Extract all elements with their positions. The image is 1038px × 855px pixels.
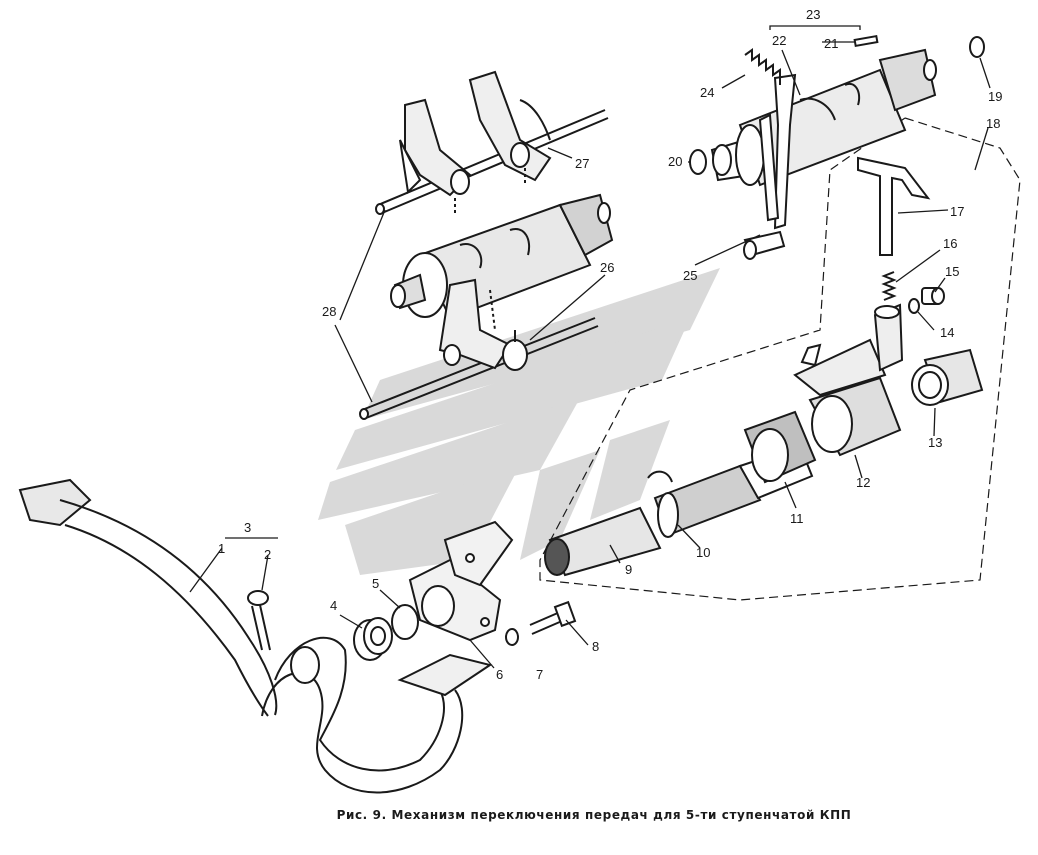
spring-16: [881, 271, 897, 301]
label-25: 25: [683, 268, 697, 283]
label-20: 20: [668, 154, 682, 169]
bushing-4: [353, 617, 393, 661]
label-27: 27: [575, 156, 589, 171]
label-4: 4: [330, 598, 337, 613]
label-1: 1: [218, 541, 225, 556]
label-19: 19: [988, 89, 1002, 104]
bushing-13: [911, 348, 984, 406]
bolt-8: [529, 600, 577, 635]
shift-fork-25: [743, 73, 797, 260]
selector-drum-22: [710, 48, 937, 187]
label-2: 2: [264, 547, 271, 562]
collar-10: [647, 470, 679, 538]
lower-selector-drum: [390, 193, 614, 320]
label-13: 13: [928, 435, 942, 450]
label-17: 17: [950, 204, 964, 219]
ring-20: [689, 149, 707, 175]
watermark-logo: [318, 268, 720, 575]
washer-14: [908, 298, 920, 314]
fork-rail-27: [375, 70, 609, 215]
label-9: 9: [625, 562, 632, 577]
label-14: 14: [940, 325, 954, 340]
ring-19: [969, 36, 985, 58]
label-16: 16: [943, 236, 957, 251]
label-3: 3: [244, 520, 251, 535]
leader-lines: [189, 25, 991, 669]
label-8: 8: [592, 639, 599, 654]
label-10: 10: [696, 545, 710, 560]
plug-15: [921, 287, 945, 305]
label-6: 6: [496, 667, 503, 682]
label-26: 26: [600, 260, 614, 275]
label-28: 28: [322, 304, 336, 319]
label-12: 12: [856, 475, 870, 490]
label-21: 21: [824, 36, 838, 51]
figure-caption: Рис. 9. Механизм переключения передач дл…: [336, 808, 852, 822]
boot-11: [743, 410, 817, 484]
bolt-2: [247, 590, 271, 651]
part-labels: 1 2 3 4 5 6 7 8 9 10 11 12 13 14 15 16 1…: [218, 7, 1002, 682]
label-11: 11: [790, 511, 804, 526]
ring-5: [391, 604, 419, 640]
washer-7: [505, 628, 519, 646]
label-15: 15: [945, 264, 959, 279]
label-7: 7: [536, 667, 543, 682]
label-5: 5: [372, 576, 379, 591]
assembly-18-boundary: [539, 117, 1021, 601]
label-18: 18: [986, 116, 1000, 131]
label-23: 23: [806, 7, 820, 22]
fork-rail-26: [359, 278, 599, 420]
housing-12: [793, 303, 904, 457]
pin-21: [853, 34, 879, 48]
rod-17: [857, 156, 931, 256]
label-24: 24: [700, 85, 714, 100]
gear-pedal: [18, 478, 493, 794]
label-22: 22: [772, 33, 786, 48]
shift-lever-6: [408, 520, 514, 642]
spring-24: [744, 48, 781, 85]
